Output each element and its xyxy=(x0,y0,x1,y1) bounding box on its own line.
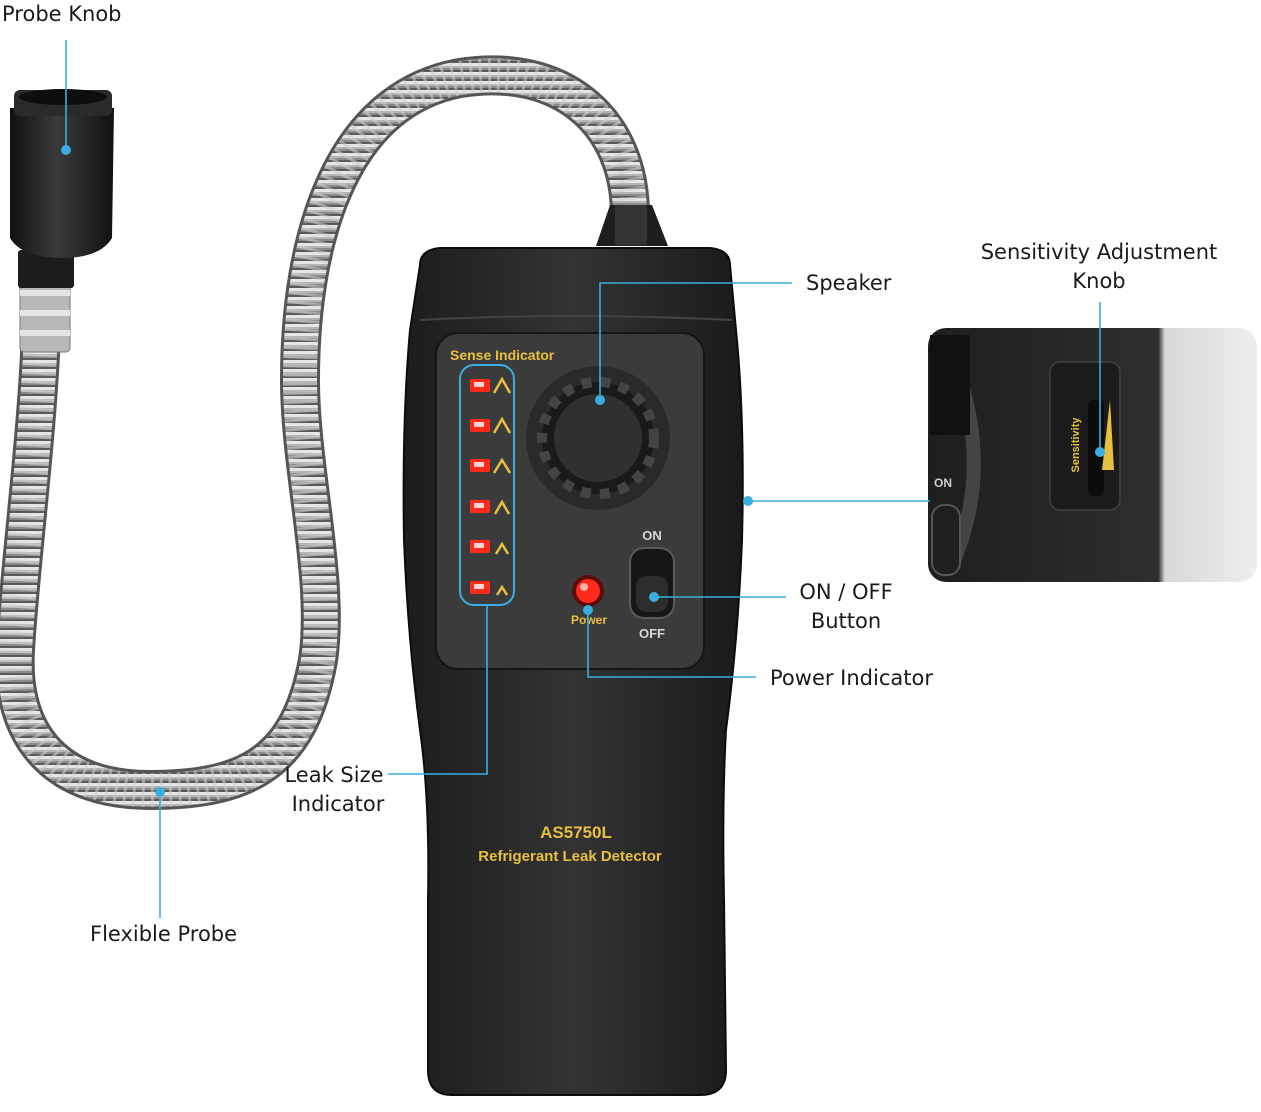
callout-onoff-line2: Button xyxy=(810,609,882,633)
callout-speaker: Speaker xyxy=(806,271,892,295)
callout-leak-size-line1: Leak Size xyxy=(284,763,384,787)
led-1 xyxy=(470,376,512,394)
switch-off-label: OFF xyxy=(639,626,665,641)
model-number: AS5750L xyxy=(540,823,612,842)
inset-on-label: ON xyxy=(934,476,952,490)
leak-size-led-column xyxy=(459,364,515,606)
leader-leak-size xyxy=(388,605,488,775)
power-label: Power xyxy=(571,613,607,627)
callout-sensitivity-line1: Sensitivity Adjustment xyxy=(980,240,1218,264)
callout-probe-knob: Probe Knob xyxy=(2,2,122,26)
callout-flexible-probe: Flexible Probe xyxy=(90,922,238,946)
inset-sensitivity-label: Sensitivity xyxy=(1070,417,1082,473)
switch-on-label: ON xyxy=(642,528,662,543)
flexible-probe-hose xyxy=(0,55,650,811)
callout-onoff-line1: ON / OFF xyxy=(799,580,893,604)
sense-indicator-label: Sense Indicator xyxy=(450,347,555,363)
product-name: Refrigerant Leak Detector xyxy=(478,848,662,865)
sensitivity-knob-inset xyxy=(928,328,1257,582)
speaker-grille xyxy=(526,366,670,510)
detector-body xyxy=(402,205,744,1096)
callout-sensitivity-line2: Knob xyxy=(1072,269,1126,293)
led-2 xyxy=(470,416,512,434)
led-4 xyxy=(470,499,511,515)
callout-leaders xyxy=(61,40,1105,918)
led-3 xyxy=(470,457,512,474)
on-off-switch[interactable] xyxy=(629,547,675,619)
power-led xyxy=(572,575,604,607)
probe-knob xyxy=(10,89,114,353)
led-6 xyxy=(470,581,509,596)
callout-leak-size-line2: Indicator xyxy=(291,792,385,816)
leader-power-indicator xyxy=(587,610,756,678)
led-5 xyxy=(470,540,510,555)
callout-power-indicator: Power Indicator xyxy=(770,666,933,690)
leader-speaker xyxy=(599,282,792,404)
